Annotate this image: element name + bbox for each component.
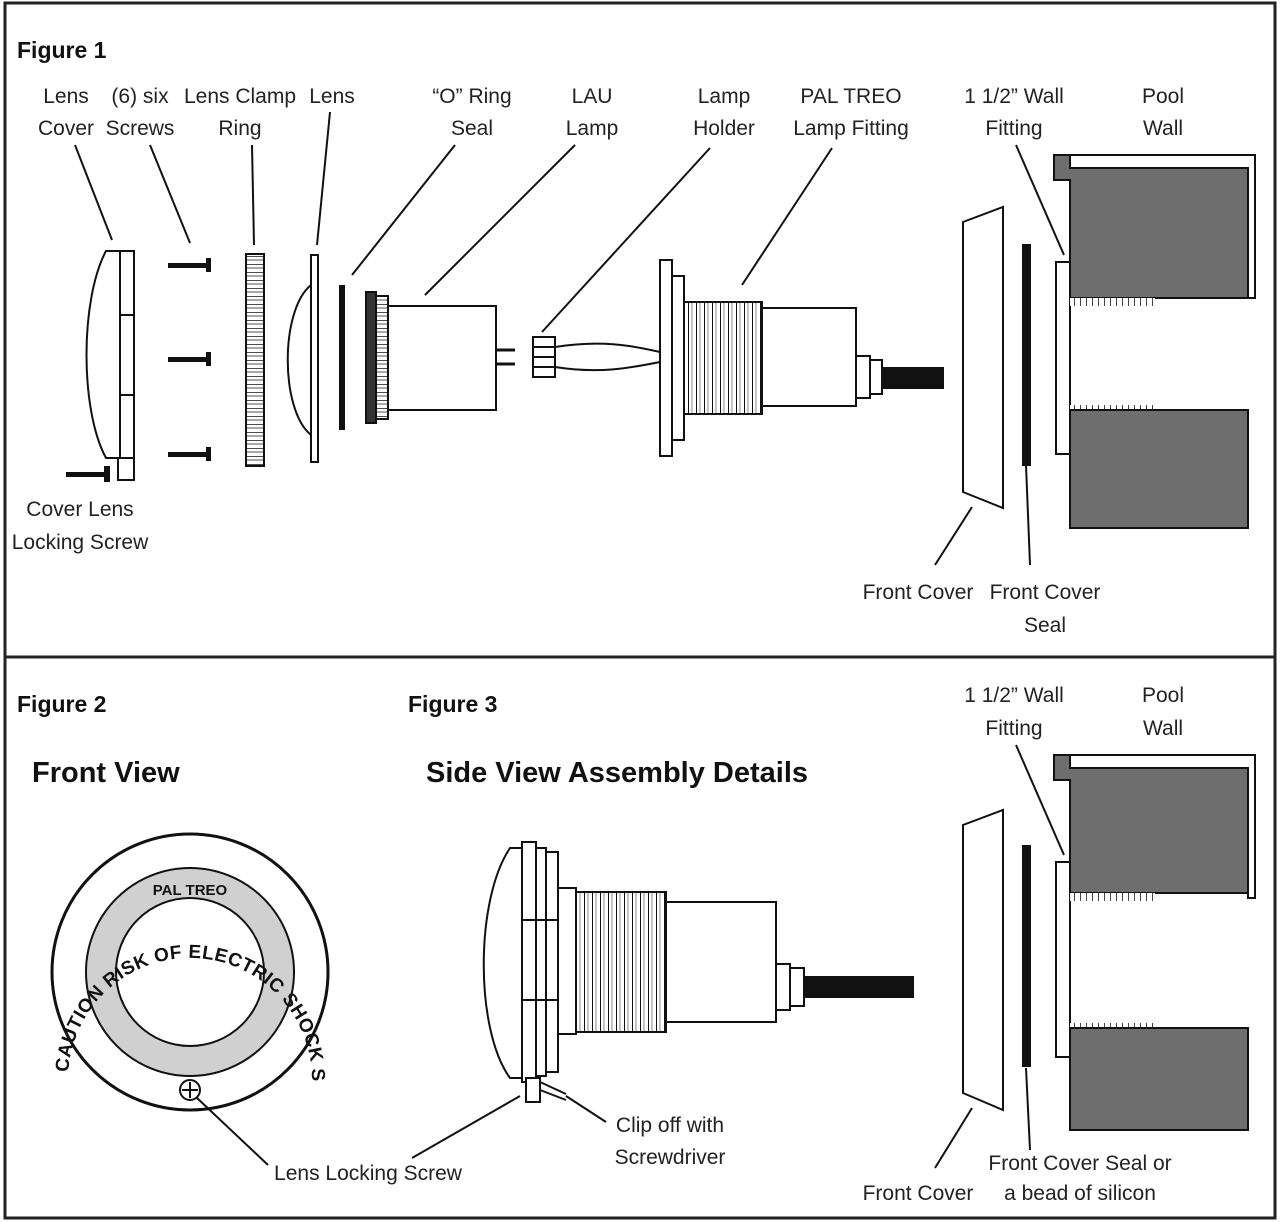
leader-lau-lamp [424, 144, 576, 296]
leader-wall-fitting [1015, 144, 1065, 256]
label-wall-fitting: 1 1/2” Wall [964, 85, 1064, 108]
figure-2-subtitle: Front View [32, 757, 180, 789]
label-pal-treo-fitting: PAL TREO [800, 85, 901, 108]
screws [168, 258, 211, 461]
pool-wall-fig3 [1053, 754, 1256, 1131]
front-cover [962, 205, 1004, 510]
leader-lamp-holder [541, 147, 711, 333]
label-six-screws-2: Screws [106, 117, 175, 140]
label-clip-off: Clip off with [616, 1114, 724, 1137]
label-front-cover-fig3: Front Cover [863, 1182, 974, 1205]
label-lens-cover-2: Cover [38, 117, 94, 140]
wall-fitting-flange [1055, 261, 1071, 455]
label-pool-wall-fig3: Pool [1142, 684, 1184, 707]
lens-cover [66, 250, 135, 482]
label-lens-cover: Lens [43, 85, 89, 108]
label-pool-wall-fig3-2: Wall [1143, 717, 1183, 740]
label-lamp-holder-2: Holder [693, 117, 755, 140]
lamp-holder [532, 336, 661, 378]
leader-fitting [741, 147, 833, 286]
leader-clip-off [565, 1095, 607, 1123]
figure-1: Figure 1 Lens Cover (6) six Screws Lens … [12, 37, 1256, 637]
ring-brand-text: PAL TREO [153, 882, 228, 899]
label-pool-wall: Pool [1142, 85, 1184, 108]
label-lens: Lens [309, 85, 355, 108]
label-cover-lens-locking-screw-2: Locking Screw [12, 531, 149, 554]
figure-2: Figure 2 Front View CAUTION RISK OF ELEC… [0, 0, 330, 1112]
lens [286, 254, 319, 463]
leader-lens [316, 111, 331, 246]
label-front-cover-seal-2: Seal [1024, 614, 1066, 637]
leader-locking-screw-front [196, 1097, 269, 1166]
label-lens-clamp-ring: Lens Clamp [184, 85, 296, 108]
label-front-cover: Front Cover [863, 581, 974, 604]
figure-3-subtitle: Side View Assembly Details [426, 757, 808, 789]
o-ring-seal [339, 285, 345, 430]
label-pal-treo-fitting-2: Lamp Fitting [793, 117, 909, 140]
label-six-screws: (6) six [111, 85, 169, 108]
lens-clamp-ring [245, 253, 265, 467]
label-o-ring: “O” Ring [432, 85, 511, 108]
figure-3-title: Figure 3 [408, 691, 497, 717]
front-cover-fig3 [962, 808, 1004, 1112]
label-lau-lamp: LAU [572, 85, 613, 108]
label-lau-lamp-2: Lamp [566, 117, 619, 140]
figure-2-title: Figure 2 [17, 691, 106, 717]
label-clip-off-2: Screwdriver [615, 1146, 726, 1169]
label-pool-wall-2: Wall [1143, 117, 1183, 140]
front-view-ring: CAUTION RISK OF ELECTRIC SHOCK SUBMERSE … [0, 0, 330, 1112]
front-cover-seal [1022, 244, 1031, 466]
pal-treo-fitting [659, 259, 944, 457]
leader-wall-fitting-fig3 [1015, 744, 1065, 856]
outer-frame [3, 1, 1277, 1220]
assembled-lamp [482, 841, 914, 1103]
leader-front-cover [934, 506, 973, 566]
figure-3: Figure 3 Side View Assembly Details Clip… [408, 684, 1256, 1205]
label-cover-lens-locking-screw: Cover Lens [26, 498, 133, 521]
leader-screws [149, 144, 191, 244]
leader-front-cover-seal-fig3 [1025, 1067, 1031, 1151]
label-wall-fitting-fig3-2: Fitting [985, 717, 1042, 740]
leader-front-cover-seal [1025, 464, 1031, 566]
label-lens-clamp-ring-2: Ring [218, 117, 261, 140]
label-front-cover-seal-fig3: Front Cover Seal or [988, 1152, 1171, 1175]
leader-front-cover-fig3 [934, 1107, 973, 1169]
label-lamp-holder: Lamp [698, 85, 751, 108]
lau-lamp [365, 291, 515, 424]
leader-clamp-ring [251, 144, 255, 246]
leader-o-ring [351, 144, 456, 276]
label-wall-fitting-2: Fitting [985, 117, 1042, 140]
pool-wall [1053, 154, 1256, 529]
label-lens-locking-screw: Lens Locking Screw [274, 1162, 463, 1185]
wall-fitting-flange-fig3 [1055, 861, 1071, 1058]
leader-locking-screw-side [411, 1095, 521, 1159]
figure-1-title: Figure 1 [17, 37, 107, 63]
label-front-cover-seal-fig3-2: a bead of silicon [1004, 1182, 1156, 1205]
front-cover-seal-fig3 [1022, 845, 1031, 1067]
leader-lens-cover [74, 144, 113, 241]
label-front-cover-seal: Front Cover [990, 581, 1101, 604]
label-wall-fitting-fig3: 1 1/2” Wall [964, 684, 1064, 707]
label-o-ring-2: Seal [451, 117, 493, 140]
